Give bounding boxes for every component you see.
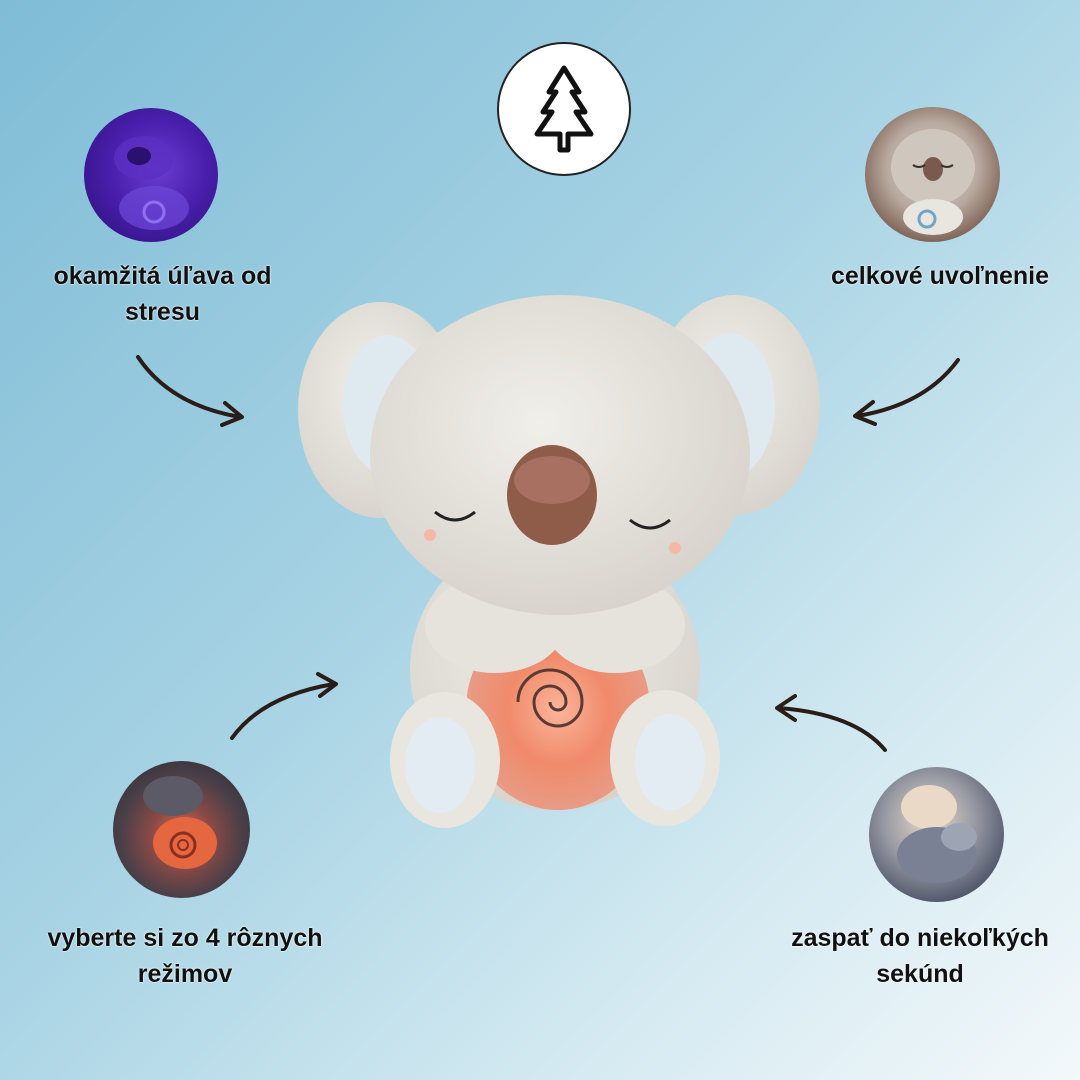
- thumbnail-child-sleeping: [869, 767, 1004, 902]
- pine-tree-icon: [534, 65, 594, 153]
- arrow-top-right: [853, 358, 960, 426]
- arrow-bottom-left: [230, 672, 338, 740]
- feature-label-modes: vyberte si zo 4 rôznych režimov: [47, 924, 323, 988]
- thumbnail-purple-light: [84, 108, 218, 242]
- feature-label-relaxation: celkové uvoľnenie: [830, 262, 1050, 290]
- feature-label-fall-asleep: zaspať do niekoľkých sekúnd: [791, 924, 1049, 988]
- thumbnail-koala-relaxed: [865, 107, 1000, 242]
- arrow-top-left: [136, 355, 244, 427]
- thumbnail-glowing-modes: [113, 761, 250, 898]
- feature-label-stress-relief: okamžitá úľava od stresu: [53, 262, 272, 326]
- brand-logo: [497, 42, 631, 176]
- koala-plush-image: [298, 295, 820, 828]
- arrow-bottom-right: [775, 694, 887, 752]
